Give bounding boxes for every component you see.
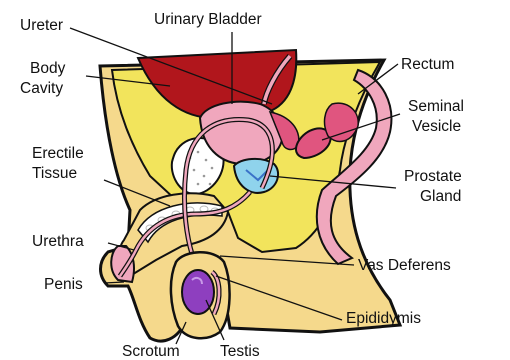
label-prostate-gland-line1: Prostate [404,168,462,185]
label-prostate-gland-line2: Gland [420,188,461,205]
label-penis: Penis [44,276,83,293]
label-epididymis: Epididymis [346,310,421,327]
label-seminal-vesicle-line1: Seminal [408,98,464,115]
label-urethra: Urethra [32,233,84,250]
label-rectum: Rectum [401,56,454,73]
label-body-cavity-line1: Body [30,60,66,77]
label-body-cavity-line2: Cavity [20,80,63,97]
label-ureter: Ureter [20,17,63,34]
label-urinary-bladder: Urinary Bladder [154,11,262,28]
label-vas-deferens: Vas Deferens [358,257,451,274]
label-seminal-vesicle-line2: Vesicle [412,118,461,135]
label-erectile-tissue-line2: Tissue [32,165,77,182]
label-testis: Testis [220,343,260,360]
label-scrotum: Scrotum [122,343,180,360]
label-erectile-tissue-line1: Erectile [32,145,84,162]
